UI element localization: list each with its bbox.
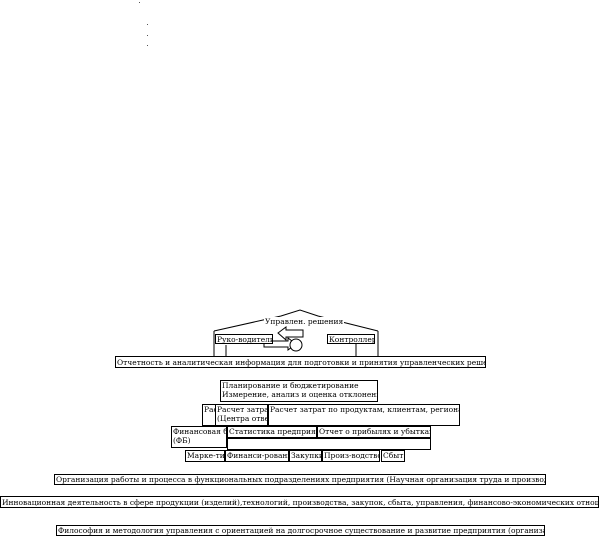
roof-label: Управлен. решения: [264, 317, 345, 326]
cost-middle-box: Расчет затрат (Центра ответст.): [215, 404, 268, 426]
cost-right-box: Расчет затрат по продуктам, клиентам, ре…: [268, 404, 460, 426]
reporting-box: Отчетность и аналитическая информация дл…: [115, 356, 486, 368]
philosophy-box: Философия и методология управления с ори…: [56, 525, 545, 536]
planning-line2: Измерение, анализ и оценка отклонений: [222, 390, 378, 399]
planning-line1: Планирование и бюджетирование: [222, 381, 359, 390]
organization-box: Организация работы и процесса в функцион…: [54, 474, 546, 485]
managers-box: Руко-водители: [215, 334, 273, 344]
function-purchasing: Закупки: [289, 450, 322, 462]
financial-line2: (ФБ): [173, 436, 191, 445]
innovation-box: Инновационная деятельность в сфере проду…: [0, 496, 599, 508]
cost-middle-line1: Расчет затрат: [217, 405, 268, 414]
cost-middle-line2: (Центра ответст.): [217, 414, 268, 423]
function-marketing: Марке-тинг: [185, 450, 225, 462]
stray-dot: [139, 2, 140, 3]
profit-loss-box: Отчет о прибылях и убытках: [317, 426, 431, 438]
function-financing: Финанси-рование: [225, 450, 289, 462]
stray-dot: [147, 35, 148, 36]
financial-line1: Финансовая бухгалтерия: [173, 427, 226, 436]
financial-accounting-box: Финансовая бухгалтерия (ФБ): [171, 426, 227, 448]
function-production: Произ-водство: [322, 450, 380, 462]
stray-dot: [147, 45, 148, 46]
function-sales: Сбыт: [381, 450, 405, 462]
controller-box: Контроллер: [327, 334, 375, 344]
finance-bottom-box: [227, 438, 431, 450]
planning-box: Планирование и бюджетирование Измерение,…: [220, 380, 378, 402]
stray-dot: [147, 24, 148, 25]
statistics-box: Статистика предприятия: [227, 426, 317, 438]
